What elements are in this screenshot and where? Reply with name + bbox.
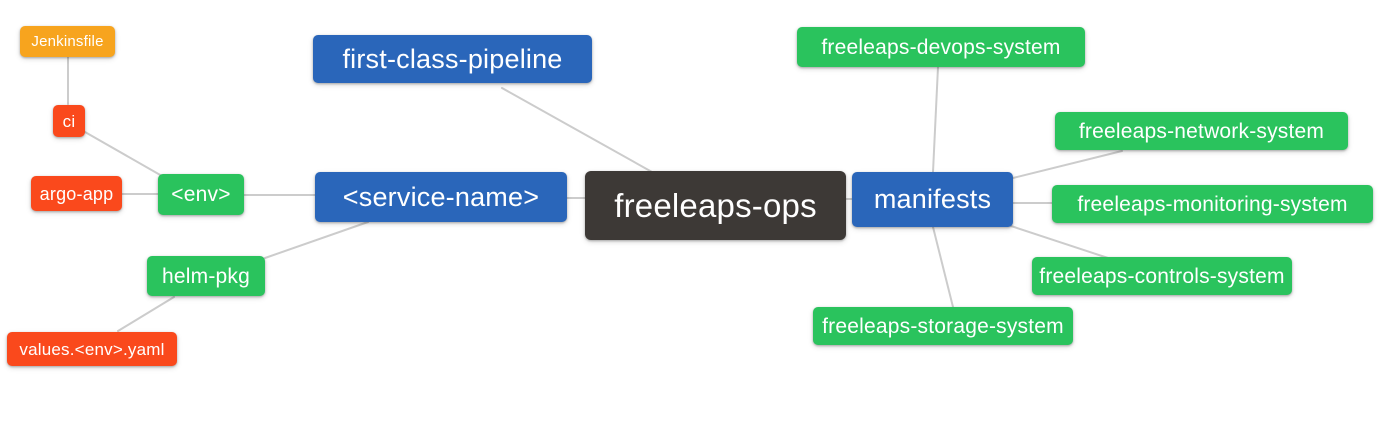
edge-manifests-controls xyxy=(1010,225,1109,259)
edge-values-helm-pkg xyxy=(117,296,175,332)
node-freeleaps-network-system[interactable]: freeleaps-network-system xyxy=(1055,112,1348,150)
node-freeleaps-controls-system[interactable]: freeleaps-controls-system xyxy=(1032,257,1292,295)
node-helm-pkg[interactable]: helm-pkg xyxy=(147,256,265,296)
node-freeleaps-monitoring-system[interactable]: freeleaps-monitoring-system xyxy=(1052,185,1373,223)
node-ci[interactable]: ci xyxy=(53,105,85,137)
edge-manifests-devops xyxy=(932,66,939,173)
node-freeleaps-ops-root[interactable]: freeleaps-ops xyxy=(585,171,846,240)
node-manifests[interactable]: manifests xyxy=(852,172,1013,227)
node-values-env-yaml[interactable]: values.<env>.yaml xyxy=(7,332,177,366)
edge-ci-env xyxy=(84,131,163,177)
edge-manifests-network xyxy=(1012,150,1123,179)
edge-manifests-storage xyxy=(932,226,954,308)
node-freeleaps-storage-system[interactable]: freeleaps-storage-system xyxy=(813,307,1073,345)
node-service-name[interactable]: <service-name> xyxy=(315,172,567,222)
node-jenkinsfile[interactable]: Jenkinsfile xyxy=(20,26,115,57)
edge-helm-pkg-service-name xyxy=(264,221,369,259)
node-first-class-pipeline[interactable]: first-class-pipeline xyxy=(313,35,592,83)
edge-pipeline-ops xyxy=(501,87,653,173)
node-freeleaps-devops-system[interactable]: freeleaps-devops-system xyxy=(797,27,1085,67)
node-env[interactable]: <env> xyxy=(158,174,244,215)
node-argo-app[interactable]: argo-app xyxy=(31,176,122,211)
